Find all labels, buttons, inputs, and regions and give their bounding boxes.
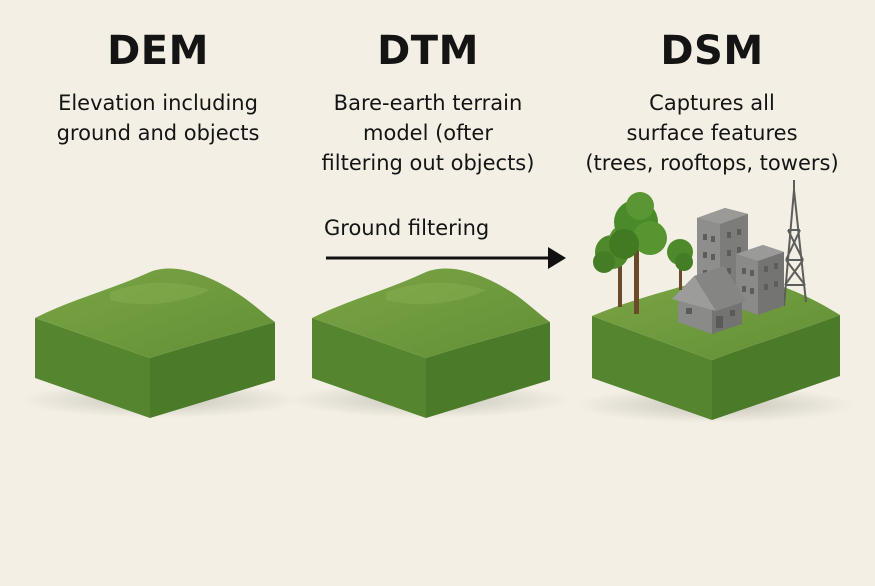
dem-description: Elevation including ground and objects xyxy=(0,88,318,148)
dtm-description-line: model (ofter xyxy=(363,121,493,145)
dtm-description-line: filtering out objects) xyxy=(321,151,535,175)
house-icon xyxy=(672,266,746,334)
tree-icon xyxy=(667,239,693,290)
dsm-description-line: (trees, rooftops, towers) xyxy=(585,151,839,175)
dem-description-line: ground and objects xyxy=(56,121,260,145)
tree-icon xyxy=(609,192,667,314)
dem-terrain-block-icon xyxy=(20,268,300,418)
dem-description-line: Elevation including xyxy=(58,91,258,115)
dtm-description-line: Bare-earth terrain xyxy=(333,91,523,115)
dsm-description-line: Captures all xyxy=(649,91,775,115)
building-icon xyxy=(736,245,784,315)
tower-icon xyxy=(783,180,807,307)
dtm-description: Bare-earth terrain model (ofter filterin… xyxy=(268,88,588,178)
dsm-description: Captures all surface features (trees, ro… xyxy=(552,88,872,178)
dtm-title: DTM xyxy=(377,28,479,74)
dtm-terrain-block-icon xyxy=(290,268,570,418)
arrow-right-icon xyxy=(326,247,566,269)
dsm-description-line: surface features xyxy=(626,121,798,145)
dem-title: DEM xyxy=(107,28,209,74)
ground-filtering-label: Ground filtering xyxy=(324,216,490,240)
dsm-title: DSM xyxy=(660,28,764,74)
